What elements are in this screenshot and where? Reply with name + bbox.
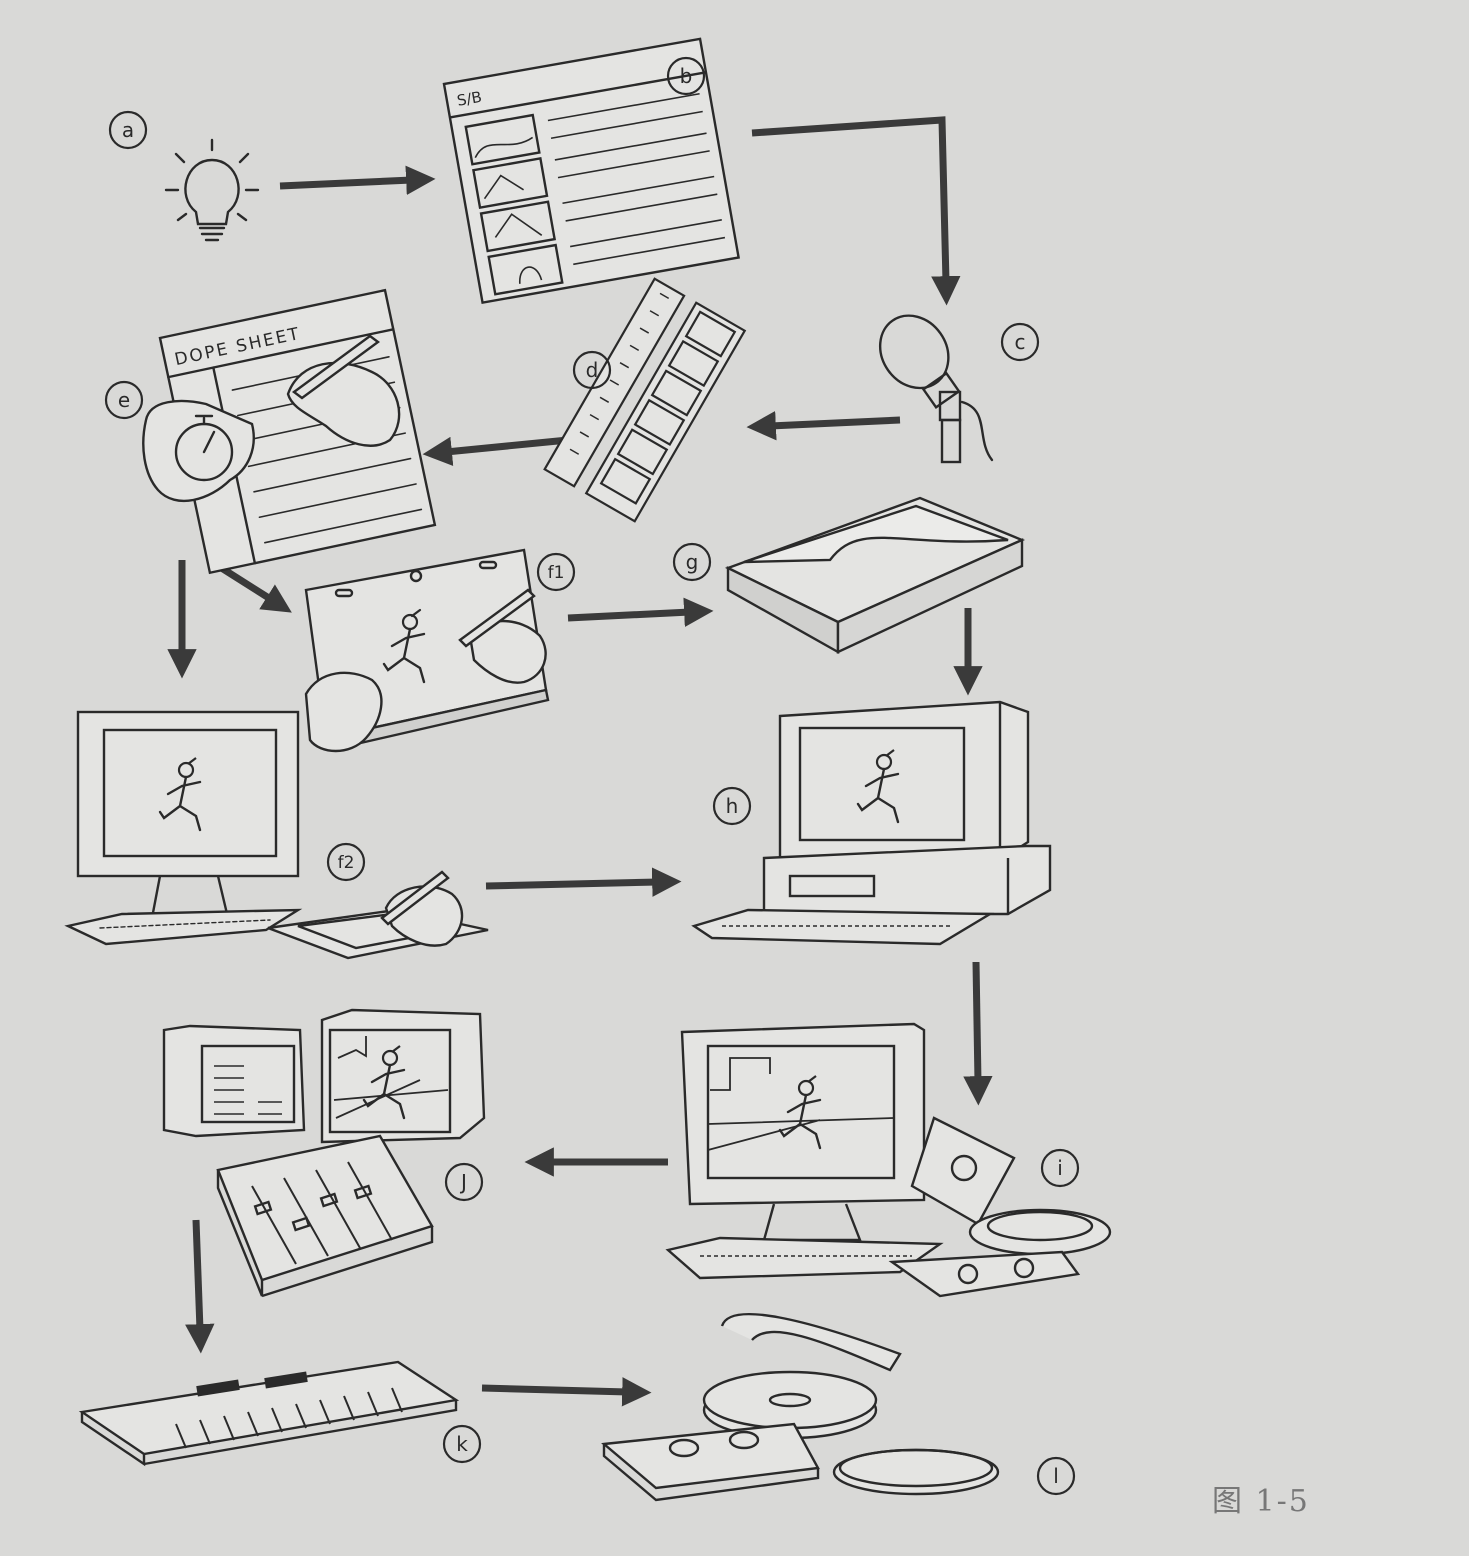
final-output-media-icon	[601, 1312, 1000, 1502]
film-strip-icon	[543, 277, 747, 523]
arrow-b-to-c	[751, 116, 961, 306]
arrow-k-to-l	[481, 1377, 652, 1407]
arrow-h-to-i	[963, 961, 993, 1106]
label-c: c	[1015, 330, 1026, 354]
music-keyboard-icon	[78, 1360, 460, 1467]
arrow-c-to-d	[746, 411, 901, 441]
arrow-d-to-e	[422, 436, 569, 467]
label-b: b	[680, 64, 693, 88]
label-e: e	[118, 388, 130, 412]
lightbulb-icon	[164, 138, 260, 242]
dope-sheet-icon: DOPE SHEET	[142, 288, 437, 575]
arrow-f2-to-h	[485, 867, 682, 897]
arrow-j-to-k	[185, 1219, 215, 1354]
storyboard-sheet-icon: S/B	[442, 37, 740, 305]
label-a: a	[122, 118, 134, 142]
compositing-workstation-icon	[665, 1022, 1112, 1298]
label-j: J	[459, 1170, 467, 1194]
label-d: d	[586, 358, 599, 382]
label-f1: f1	[548, 563, 565, 583]
step-labels	[104, 56, 1080, 1496]
label-k: k	[456, 1432, 468, 1456]
videotape-output	[601, 1422, 820, 1490]
label-g: g	[686, 550, 699, 574]
arrow-f1-to-g	[567, 597, 714, 627]
hand-drawing-paper-icon	[304, 548, 550, 753]
label-l: l	[1053, 1464, 1059, 1488]
scanner-icon	[724, 496, 1026, 655]
storyboard-header-text: S/B	[456, 88, 484, 110]
keyboard-and-tablet-icon	[64, 870, 489, 960]
label-f2: f2	[338, 853, 355, 873]
floppy-disk-icon	[910, 1116, 1016, 1226]
figure-caption: 图 1-5	[1212, 1484, 1310, 1519]
microphone-icon	[878, 314, 994, 464]
digital-drawing-monitor-icon	[76, 710, 300, 920]
label-h: h	[726, 794, 739, 818]
film-reel-output	[720, 1312, 902, 1372]
arrow-a-to-b	[279, 165, 436, 195]
label-i: i	[1057, 1156, 1063, 1180]
editing-suite-icon	[162, 1008, 486, 1298]
desktop-computer-icon	[691, 700, 1052, 946]
